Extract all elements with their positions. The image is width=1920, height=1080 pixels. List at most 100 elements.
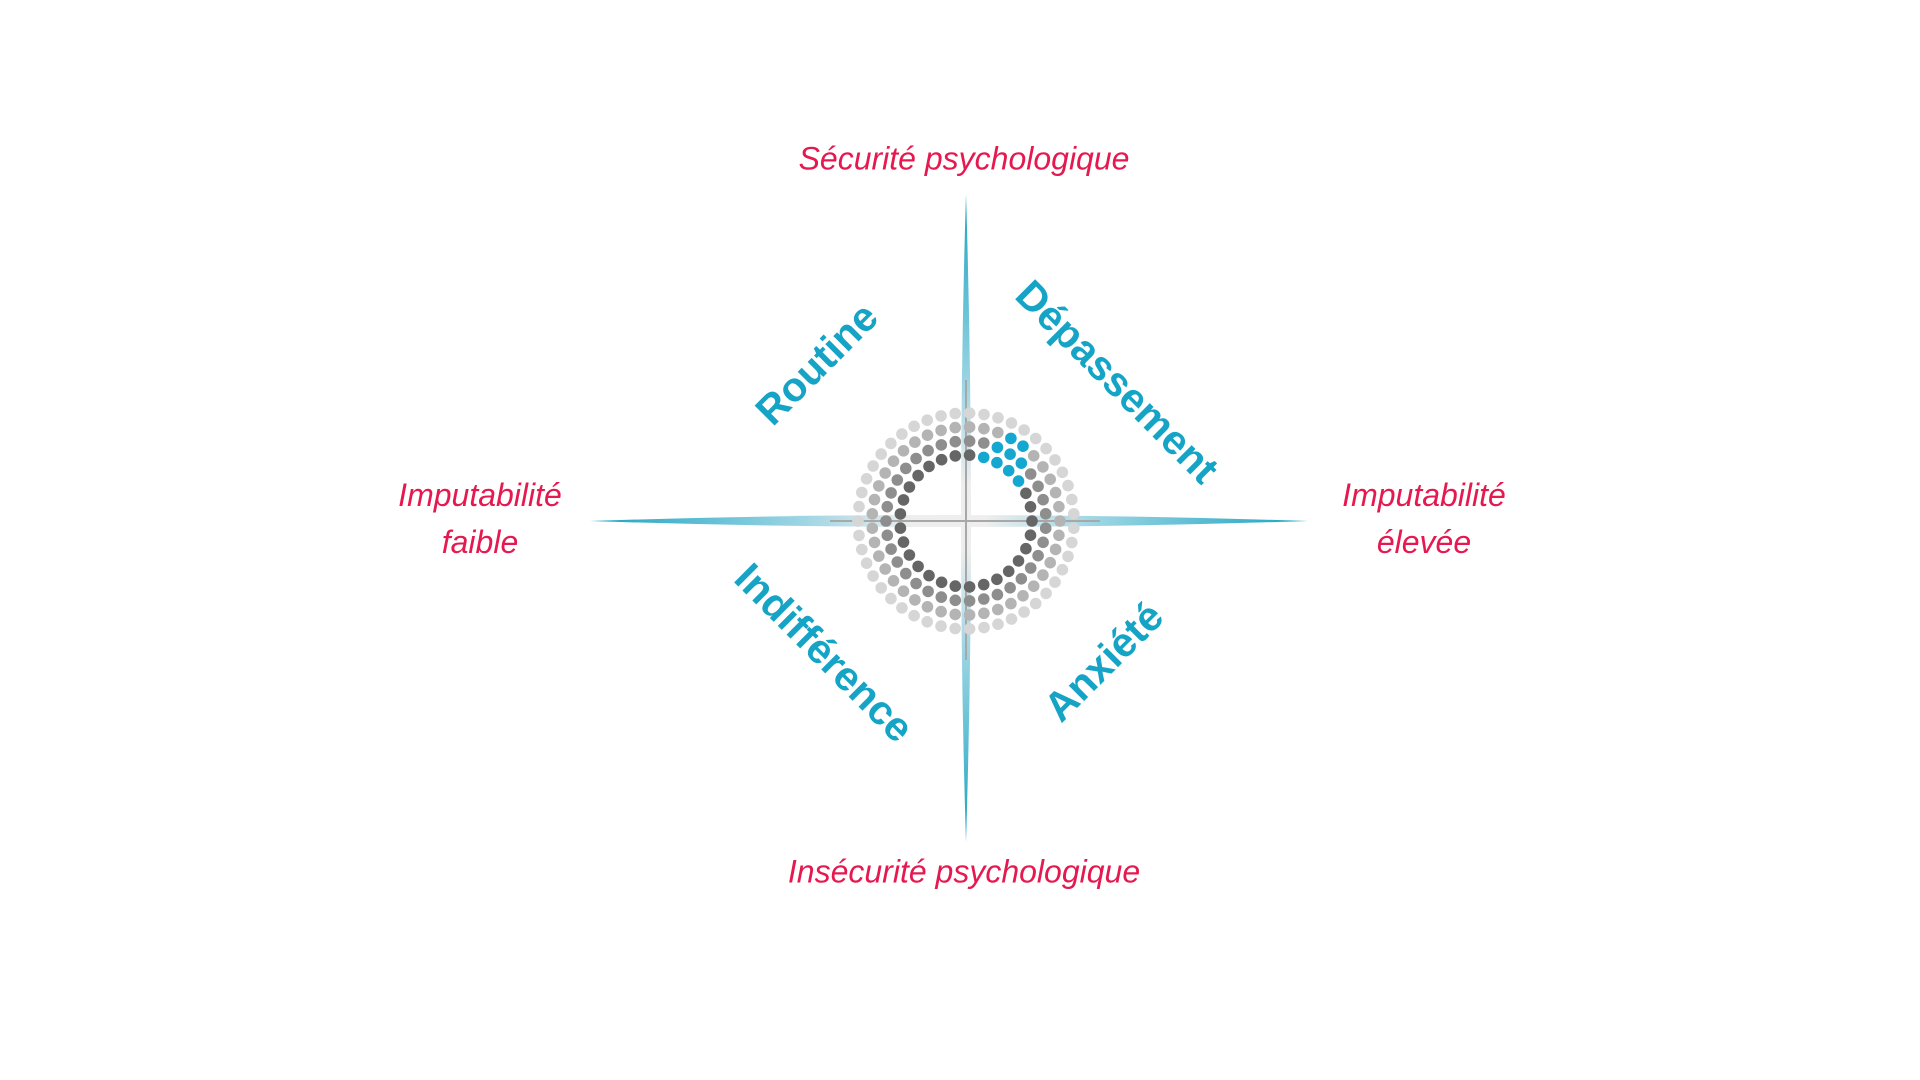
ring-dot (875, 582, 887, 594)
ring-dot (935, 424, 947, 437)
ring-dot (963, 435, 976, 447)
ring-dot (897, 494, 910, 506)
ring-dot (921, 429, 934, 442)
axis-label-left: Imputabilité faible (398, 472, 562, 566)
ring-dot (1039, 522, 1052, 534)
ring-dot (912, 469, 924, 482)
ring-dot (881, 529, 894, 542)
ring-dot (856, 543, 868, 556)
ring-dot (921, 601, 934, 613)
ring-dot (910, 452, 922, 465)
ring-dot (949, 407, 961, 420)
ring-dot (935, 591, 948, 603)
ring-dot (885, 592, 897, 605)
ring-dot (963, 623, 976, 635)
ring-dot (1026, 515, 1038, 527)
accent-dot (991, 441, 1004, 454)
ring-dot (1053, 500, 1065, 513)
ring-dot (1037, 536, 1049, 549)
ring-dot (866, 522, 879, 534)
ring-dot (978, 621, 990, 634)
ring-dot (949, 594, 962, 607)
ring-dot (1049, 486, 1062, 499)
ring-dot (1004, 582, 1016, 594)
ring-dot (1002, 565, 1015, 578)
ring-dot (885, 543, 897, 555)
ring-dot (1054, 515, 1066, 527)
ring-dot (860, 557, 873, 569)
ring-dot (963, 609, 976, 621)
ring-dot (1068, 508, 1080, 520)
ring-dot (897, 536, 910, 548)
ring-dot (875, 448, 887, 460)
ring-dot (949, 421, 961, 434)
ring-dot (963, 449, 976, 461)
ring-dot (991, 573, 1003, 586)
ring-dot (935, 605, 947, 618)
ring-dot (1024, 529, 1037, 541)
ring-dot (896, 428, 908, 440)
ring-dot (1005, 613, 1018, 625)
ring-dot (992, 412, 1004, 424)
ring-dot (1029, 432, 1042, 445)
ring-dot (910, 577, 922, 590)
ring-dot (923, 460, 935, 473)
ring-dot (1024, 562, 1037, 574)
ring-dot (852, 515, 864, 527)
ring-dot (1037, 569, 1049, 581)
ring-dot (935, 620, 947, 632)
ring-dot (1005, 417, 1018, 429)
ring-dot (860, 473, 873, 485)
ring-dot (978, 422, 990, 435)
ring-dot (873, 480, 885, 492)
accent-dot (1012, 475, 1025, 487)
ring-dot (867, 460, 879, 472)
axis-label-left-line1: Imputabilité (398, 477, 562, 513)
ring-dot (885, 487, 897, 499)
ring-dot (963, 595, 976, 607)
ring-dot (949, 622, 961, 635)
ring-dot (887, 575, 900, 587)
ring-dot (1029, 597, 1042, 610)
dotted-ring-emblem (852, 407, 1080, 635)
ring-dot (963, 407, 976, 419)
accent-dot (977, 451, 990, 464)
ring-dot (1024, 468, 1037, 480)
ring-dot (1044, 473, 1056, 486)
ring-dot (963, 421, 976, 433)
axis-label-right-line1: Imputabilité (1342, 477, 1506, 513)
axis-label-top: Sécurité psychologique (798, 140, 1130, 177)
ring-dot (880, 515, 892, 527)
ring-dot (1024, 501, 1037, 513)
ring-dot (856, 486, 868, 499)
ring-dot (963, 581, 976, 593)
ring-dot (887, 455, 900, 468)
ring-dot (891, 556, 904, 568)
ring-dot (1018, 424, 1030, 436)
ring-dot (977, 578, 990, 591)
ring-dot (894, 508, 907, 520)
ring-dot (921, 414, 933, 427)
ring-dot (949, 580, 962, 592)
accent-dot (1004, 448, 1016, 461)
ring-dot (1049, 576, 1061, 588)
ring-dot (1015, 573, 1028, 585)
ring-dot (908, 609, 920, 622)
ring-dot (1066, 493, 1078, 506)
ring-dot (853, 529, 865, 542)
ring-dot (903, 549, 916, 561)
ring-dot (1040, 587, 1052, 600)
axis-label-bottom: Insécurité psychologique (787, 853, 1141, 890)
ring-dot (922, 585, 934, 598)
ring-dot (949, 608, 961, 621)
axis-label-right-line2: élevée (1376, 524, 1472, 560)
axis-label-left-line2: faible (441, 524, 519, 560)
ring-dot (879, 563, 891, 575)
ring-dot (978, 437, 990, 449)
accent-dot (1002, 464, 1015, 477)
ring-dot (868, 493, 881, 506)
ring-dot (881, 500, 894, 513)
ring-dot (992, 618, 1004, 630)
ring-dot (1037, 461, 1049, 473)
ring-dot (949, 450, 962, 462)
